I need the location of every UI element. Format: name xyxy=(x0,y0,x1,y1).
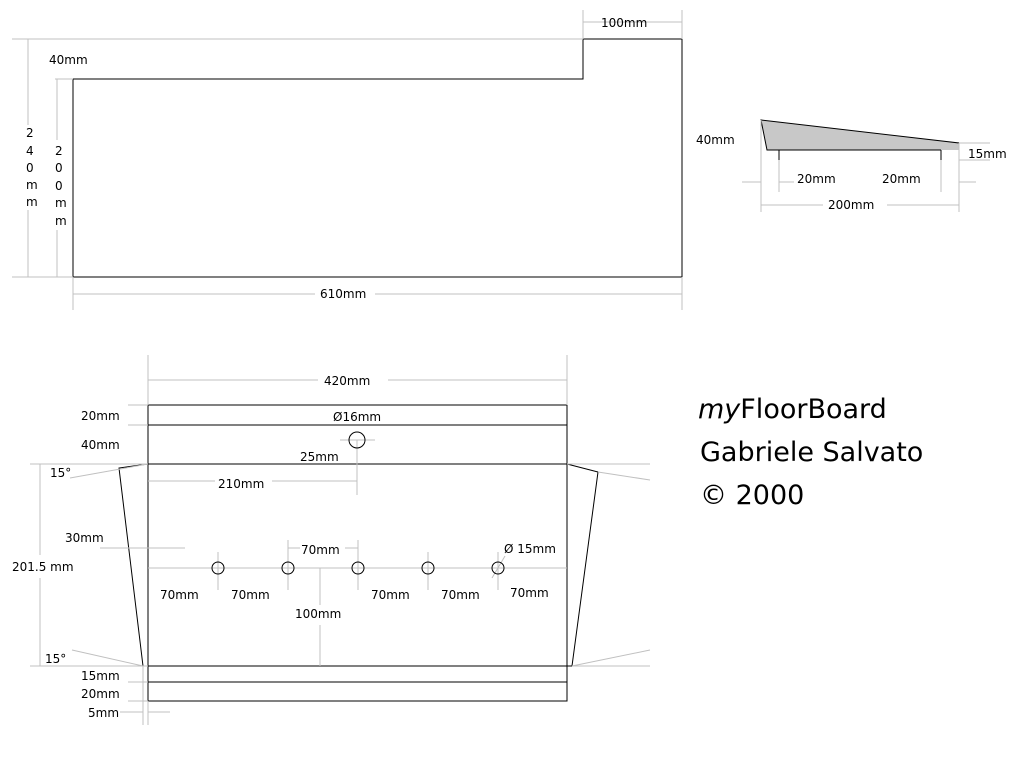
profile-fill xyxy=(761,120,959,150)
side-body-height-char: m xyxy=(55,214,67,228)
author-name: Gabriele Salvato xyxy=(700,437,923,468)
angle-bottom-label: 15° xyxy=(45,652,66,666)
credits: myFloorBoard Gabriele Salvato © 2000 xyxy=(698,394,923,511)
angle-top-label: 15° xyxy=(50,466,71,480)
bottom-offset-label: 5mm xyxy=(88,706,119,720)
angle-line xyxy=(571,649,651,667)
app-title: myFloorBoard xyxy=(698,394,887,425)
side-view: 100mm 40mm 2 4 0 m m 2 0 0 m m 610mm xyxy=(12,10,683,310)
profile-width-label: 200mm xyxy=(828,198,874,212)
app-title-prefix: my xyxy=(698,394,741,425)
row-hole xyxy=(421,561,435,575)
spacing-label: 70mm xyxy=(160,588,199,602)
top-view-plate xyxy=(147,404,568,702)
profile-left-foot-label: 20mm xyxy=(797,172,836,186)
side-body-height-char: 0 xyxy=(55,161,63,175)
spacing-top-label: 70mm xyxy=(301,543,340,557)
top-band-label: 20mm xyxy=(81,409,120,423)
side-total-height-char: m xyxy=(26,195,38,209)
row-hole xyxy=(491,561,505,575)
side-body-height-char: 0 xyxy=(55,179,63,193)
copyright-text: © 2000 xyxy=(700,480,804,511)
profile-right-foot-label: 20mm xyxy=(882,172,921,186)
side-body-height-char: m xyxy=(55,196,67,210)
angle-line xyxy=(597,471,651,481)
hole-diameter-label: Ø16mm xyxy=(333,410,381,424)
side-top-width-label: 100mm xyxy=(601,16,647,30)
hole-offset-label: 25mm xyxy=(300,450,339,464)
side-total-height-char: m xyxy=(26,178,38,192)
top-view: 420mm 20mm 40mm Ø16mm 25mm 210mm 15° 30m… xyxy=(12,355,651,725)
side-total-height-char: 2 xyxy=(26,126,34,140)
side-step-height-label: 40mm xyxy=(49,53,88,67)
top-width-label: 420mm xyxy=(324,374,370,388)
left-wing xyxy=(118,463,149,667)
app-title-main: FloorBoard xyxy=(740,394,887,425)
plate-height-label: 201.5 mm xyxy=(12,560,74,574)
row-hole xyxy=(281,561,295,575)
side-inset-label: 30mm xyxy=(65,531,104,545)
leader-line xyxy=(491,555,506,579)
side-total-height-char: 4 xyxy=(26,144,34,158)
profile-view: 40mm 15mm 20mm 20mm 200mm xyxy=(696,119,1007,212)
side-view-outline xyxy=(72,38,683,278)
side-total-height-char: 0 xyxy=(26,161,34,175)
spacing-label: 70mm xyxy=(441,588,480,602)
small-hole-diameter-label: Ø 15mm xyxy=(504,542,556,556)
row-hole xyxy=(211,561,225,575)
side-length-label: 610mm xyxy=(320,287,366,301)
angle-line xyxy=(69,463,149,479)
bottom-band-1-label: 15mm xyxy=(81,669,120,683)
spacing-label: 70mm xyxy=(510,586,549,600)
spacing-label: 70mm xyxy=(231,588,270,602)
row-height-label: 100mm xyxy=(295,607,341,621)
right-wing xyxy=(566,463,599,667)
profile-end-height-label: 15mm xyxy=(968,147,1007,161)
side-body-height-char: 2 xyxy=(55,144,63,158)
spacing-label: 70mm xyxy=(371,588,410,602)
center-offset-label: 210mm xyxy=(218,477,264,491)
row-hole xyxy=(351,561,365,575)
profile-height-label: 40mm xyxy=(696,133,735,147)
center-hole xyxy=(348,431,366,449)
bottom-band-2-label: 20mm xyxy=(81,687,120,701)
angle-line xyxy=(71,649,144,667)
second-band-label: 40mm xyxy=(81,438,120,452)
